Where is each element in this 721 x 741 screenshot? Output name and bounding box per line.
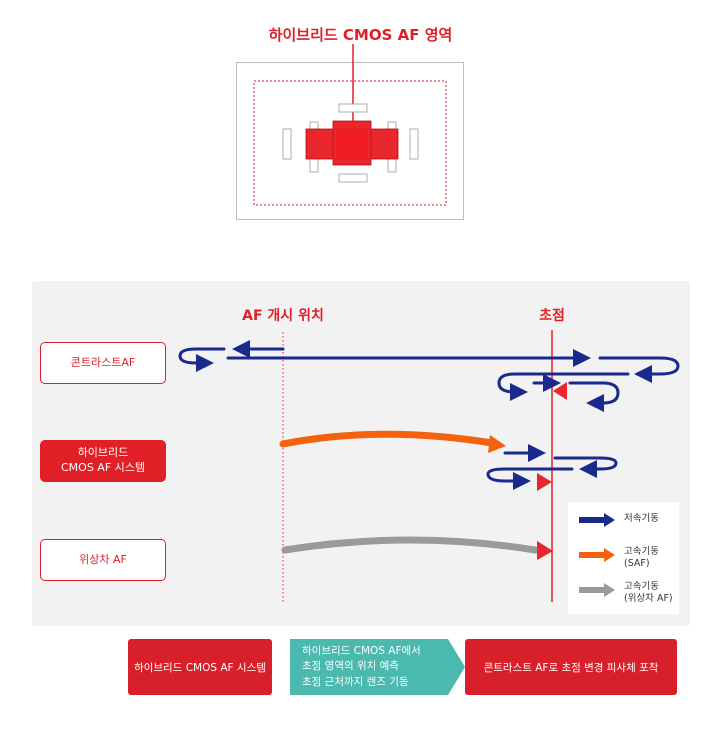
row-label-hybrid-cmos-af: 하이브리드 CMOS AF 시스템: [40, 440, 166, 482]
step-predict-focus-area: 하이브리드 CMOS AF에서 초점 영역의 위치 예측 초점 근처까지 렌즈 …: [290, 639, 448, 695]
row-label-phase-af: 위상차 AF: [40, 539, 166, 581]
step-text: 콘트라스트 AF로 초점 변경 피사체 포착: [483, 661, 659, 674]
legend-swatch-phase: [579, 583, 615, 597]
row-label-text-line1: 하이브리드: [77, 446, 129, 460]
af-point-top: [338, 103, 368, 113]
hybrid-contrast-paths: [486, 444, 618, 490]
af-point-left: [282, 128, 292, 160]
legend-label-slow: 저속기동: [624, 513, 659, 524]
legend-label-phase: 고속기동 (위상차 AF): [624, 581, 673, 605]
step-arrow-chevron: [448, 639, 465, 695]
af-area-dotted-border: [253, 80, 447, 206]
legend-label-saf: 고속기동 (SAF): [624, 546, 659, 570]
legend-swatch-slow: [579, 513, 615, 527]
row-label-contrast-af: 콘트라스트AF: [40, 342, 166, 384]
step-connector-1: [272, 639, 290, 695]
legend-swatches: [579, 513, 615, 597]
row-label-text: 위상차 AF: [79, 552, 127, 566]
focus-label: 초점: [539, 308, 565, 324]
legend-swatch-saf: [579, 548, 615, 562]
af-point-bottom: [338, 173, 368, 183]
hybrid-saf-path: [279, 430, 496, 448]
step-text-line2: 초점 영역의 위치 예측: [302, 660, 399, 673]
hybrid-cmos-af-area-title: 하이브리드 CMOS AF 영역: [268, 26, 453, 44]
hybrid-focus-arrow: [537, 473, 552, 491]
hybrid-saf-arrowhead: [488, 435, 506, 453]
af-start-position-label: AF 개시 위치: [242, 308, 324, 324]
step-hybrid-cmos-af-system: 하이브리드 CMOS AF 시스템: [128, 639, 272, 695]
step-text-line1: 하이브리드 CMOS AF에서: [302, 645, 421, 658]
step-contrast-af-capture: 콘트라스트 AF로 초점 변경 피사체 포착: [465, 639, 677, 695]
af-cross-center: [336, 129, 368, 159]
af-point-right: [409, 128, 419, 160]
row-label-text-line2: CMOS AF 시스템: [60, 461, 146, 474]
step-text: 하이브리드 CMOS AF 시스템: [134, 661, 266, 674]
phase-af-path: [281, 536, 539, 554]
contrast-af-paths: [178, 340, 680, 412]
row-label-text: 콘트라스트AF: [70, 355, 136, 369]
contrast-af-focus-arrow: [553, 382, 567, 400]
step-text-line3: 초점 근처까지 렌즈 기동: [302, 675, 409, 688]
phase-af-focus-arrow: [537, 541, 553, 560]
sensor-diagram-svg: [253, 44, 447, 206]
